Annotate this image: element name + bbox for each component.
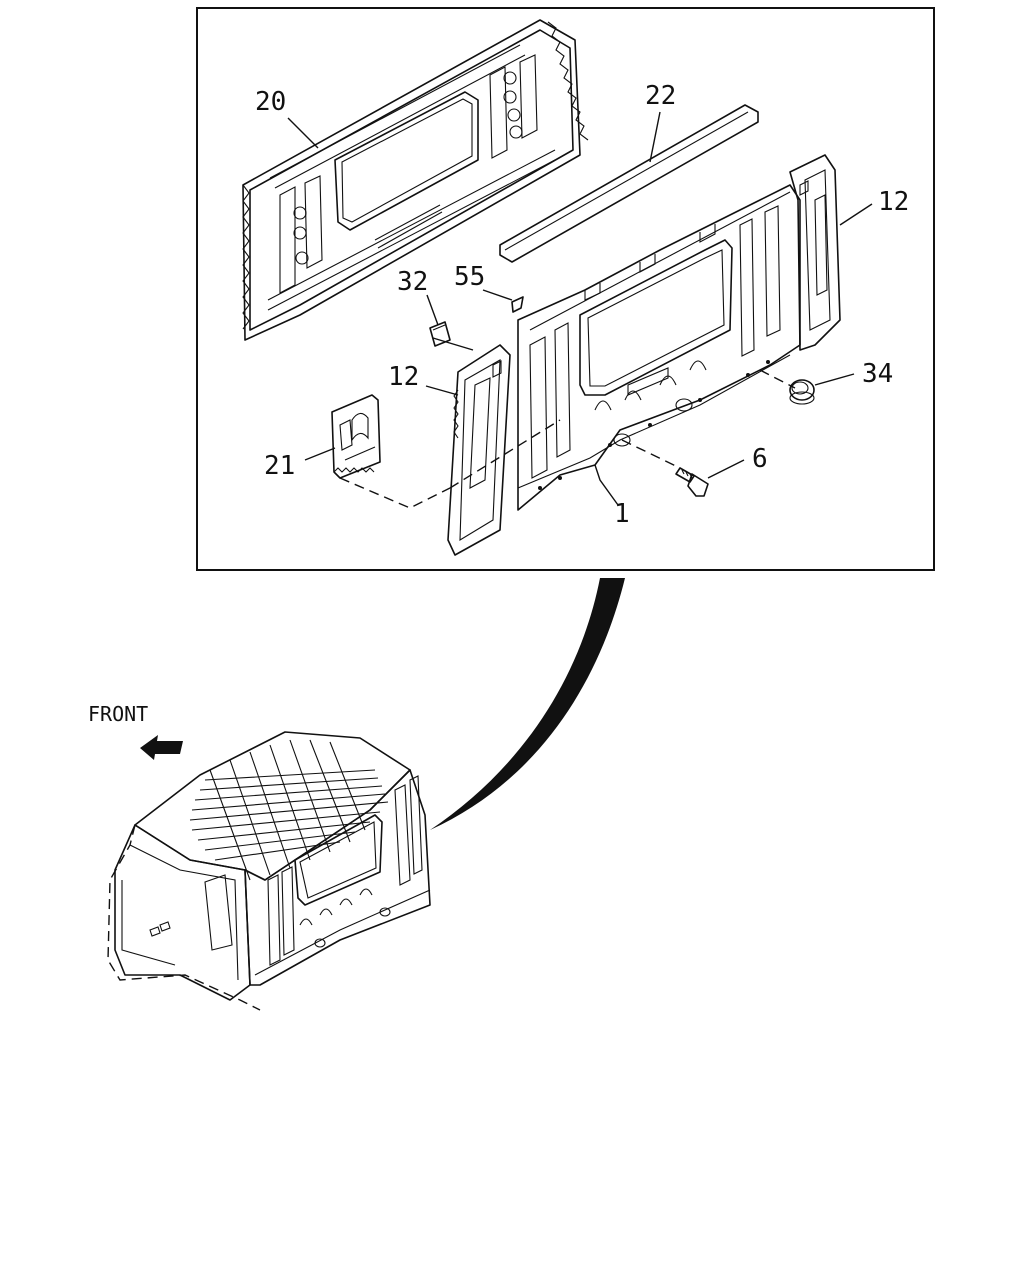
part-22-rail-strip bbox=[499, 104, 759, 263]
callout-12-right: 12 bbox=[878, 187, 909, 217]
part-20-upper-back-panel bbox=[242, 19, 589, 341]
detail-connector-swoosh bbox=[430, 578, 625, 830]
part-34-grommet bbox=[789, 379, 815, 405]
callout-6: 6 bbox=[752, 444, 768, 474]
callout-20: 20 bbox=[255, 87, 286, 117]
callout-22: 22 bbox=[645, 81, 676, 111]
part-21-bracket bbox=[331, 394, 381, 479]
part-55-plate bbox=[511, 296, 524, 313]
callout-12-left: 12 bbox=[388, 362, 419, 392]
part-12-left-pillar bbox=[447, 344, 511, 556]
part-6-bolt bbox=[675, 467, 709, 497]
callout-32: 32 bbox=[397, 267, 428, 297]
detail-frame bbox=[196, 7, 935, 571]
callout-1: 1 bbox=[614, 499, 630, 529]
cab-overview-illustration bbox=[107, 731, 431, 1011]
part-32-clip bbox=[429, 321, 451, 347]
callout-leaders bbox=[287, 111, 873, 506]
assembly-guide-lines bbox=[339, 369, 796, 509]
front-direction-label: FRONT bbox=[88, 702, 148, 726]
part-12-right-pillar bbox=[789, 154, 841, 351]
front-arrow-icon bbox=[140, 735, 183, 760]
callout-34: 34 bbox=[862, 359, 893, 389]
part-1-main-back-panel bbox=[517, 184, 801, 511]
callout-55: 55 bbox=[454, 262, 485, 292]
callout-21: 21 bbox=[264, 451, 295, 481]
